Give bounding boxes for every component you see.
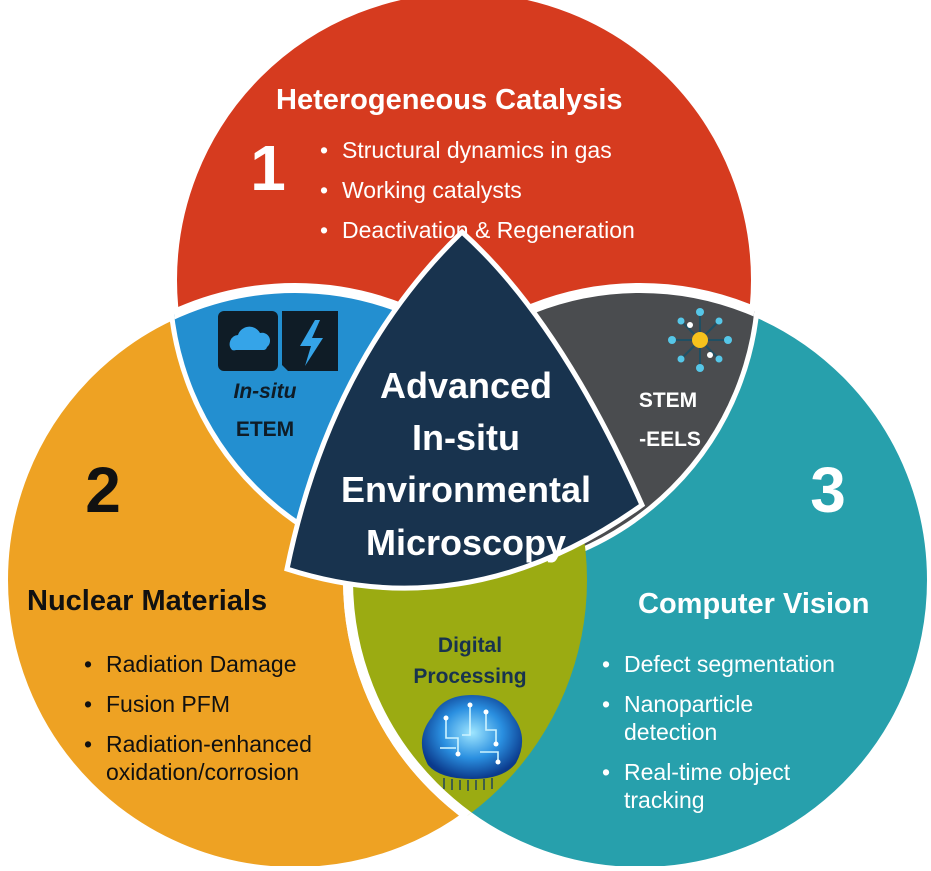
section1-title: Heterogeneous Catalysis xyxy=(276,84,623,116)
digital-label-line1: Digital xyxy=(438,634,502,657)
network-icon xyxy=(668,308,732,372)
section1-bullets: Structural dynamics in gas Working catal… xyxy=(318,136,718,244)
list-item: Defect segmentation xyxy=(600,650,890,678)
section2-number: 2 xyxy=(85,454,121,526)
list-item: Working catalysts xyxy=(318,176,718,204)
center-title: Advanced In-situ Environmental Microscop… xyxy=(341,365,591,563)
section2-bullets: Radiation Damage Fusion PFM Radiation-en… xyxy=(82,650,372,786)
list-item: Deactivation & Regeneration xyxy=(318,216,718,244)
list-item: Fusion PFM xyxy=(82,690,372,718)
stem-label-line1: STEM xyxy=(639,389,697,412)
list-item: Structural dynamics in gas xyxy=(318,136,718,164)
cloud-icon xyxy=(218,311,278,371)
center-title-line: In-situ xyxy=(412,417,520,458)
section3-number: 3 xyxy=(810,454,846,526)
list-item: Real-time object tracking xyxy=(600,758,844,814)
lightning-icon xyxy=(282,311,338,371)
section1-number: 1 xyxy=(250,132,286,204)
center-title-line: Environmental xyxy=(341,469,591,510)
digital-label-line2: Processing xyxy=(413,665,526,688)
center-title-line: Advanced xyxy=(380,365,552,406)
stem-label-line2: -EELS xyxy=(639,428,701,451)
section2-title: Nuclear Materials xyxy=(27,585,268,617)
etem-label-line1: In-situ xyxy=(234,380,297,403)
section3-bullets: Defect segmentation Nanoparticle detecti… xyxy=(600,650,890,814)
center-region xyxy=(284,228,646,591)
brain-circuit-icon xyxy=(421,695,523,791)
center-title-line: Microscopy xyxy=(366,522,566,563)
etem-label-line2: ETEM xyxy=(236,418,294,441)
list-item: Nanoparticle detection xyxy=(600,690,824,746)
list-item: Radiation Damage xyxy=(82,650,372,678)
list-item: Radiation-enhanced oxidation/corrosion xyxy=(82,730,376,786)
section3-title: Computer Vision xyxy=(638,588,870,620)
